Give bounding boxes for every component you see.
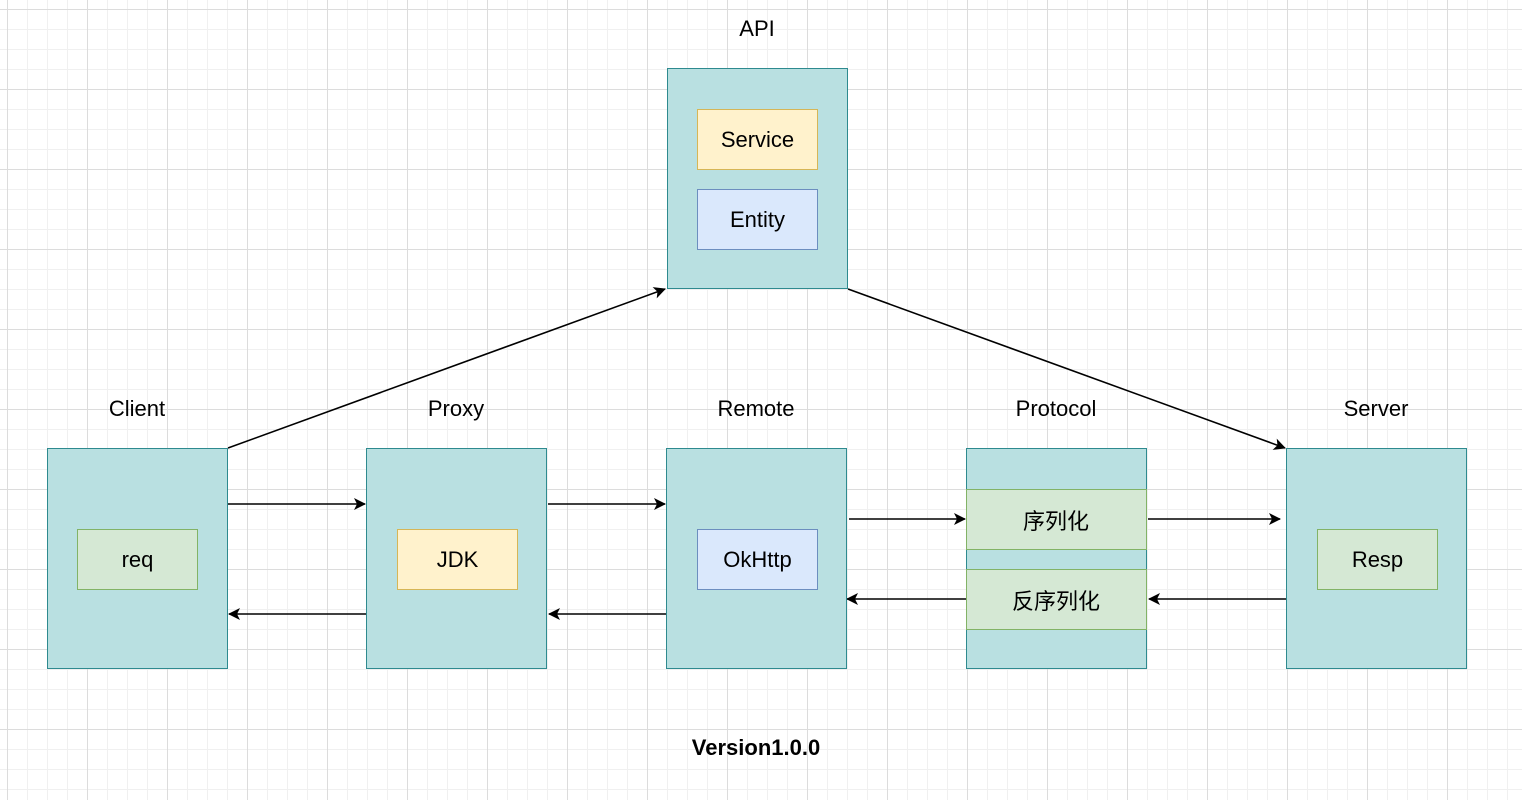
server-title: Server [1343, 396, 1409, 421]
proxy-module: JDK [366, 448, 547, 669]
server-module: Resp [1286, 448, 1467, 669]
deserialize-box: 反序列化 [965, 569, 1147, 630]
arrow-api-to-server [847, 288, 1286, 450]
version-label: Version1.0.0 [691, 735, 821, 760]
api-title: API [739, 16, 775, 41]
client-title: Client [108, 396, 166, 421]
protocol-title: Protocol [1015, 396, 1097, 421]
proxy-title: Proxy [427, 396, 485, 421]
jdk-box: JDK [397, 529, 518, 590]
protocol-module: 序列化 反序列化 [965, 448, 1147, 669]
service-box: Service [697, 109, 818, 170]
remote-title: Remote [717, 396, 795, 421]
entity-box: Entity [697, 189, 818, 250]
remote-module: OkHttp [666, 448, 847, 669]
arrow-client-to-api [227, 287, 666, 449]
resp-box: Resp [1317, 529, 1438, 590]
okhttp-box: OkHttp [697, 529, 818, 590]
client-module: req [47, 448, 228, 669]
api-module: Service Entity [667, 68, 848, 289]
serialize-box: 序列化 [965, 489, 1147, 550]
req-box: req [77, 529, 198, 590]
